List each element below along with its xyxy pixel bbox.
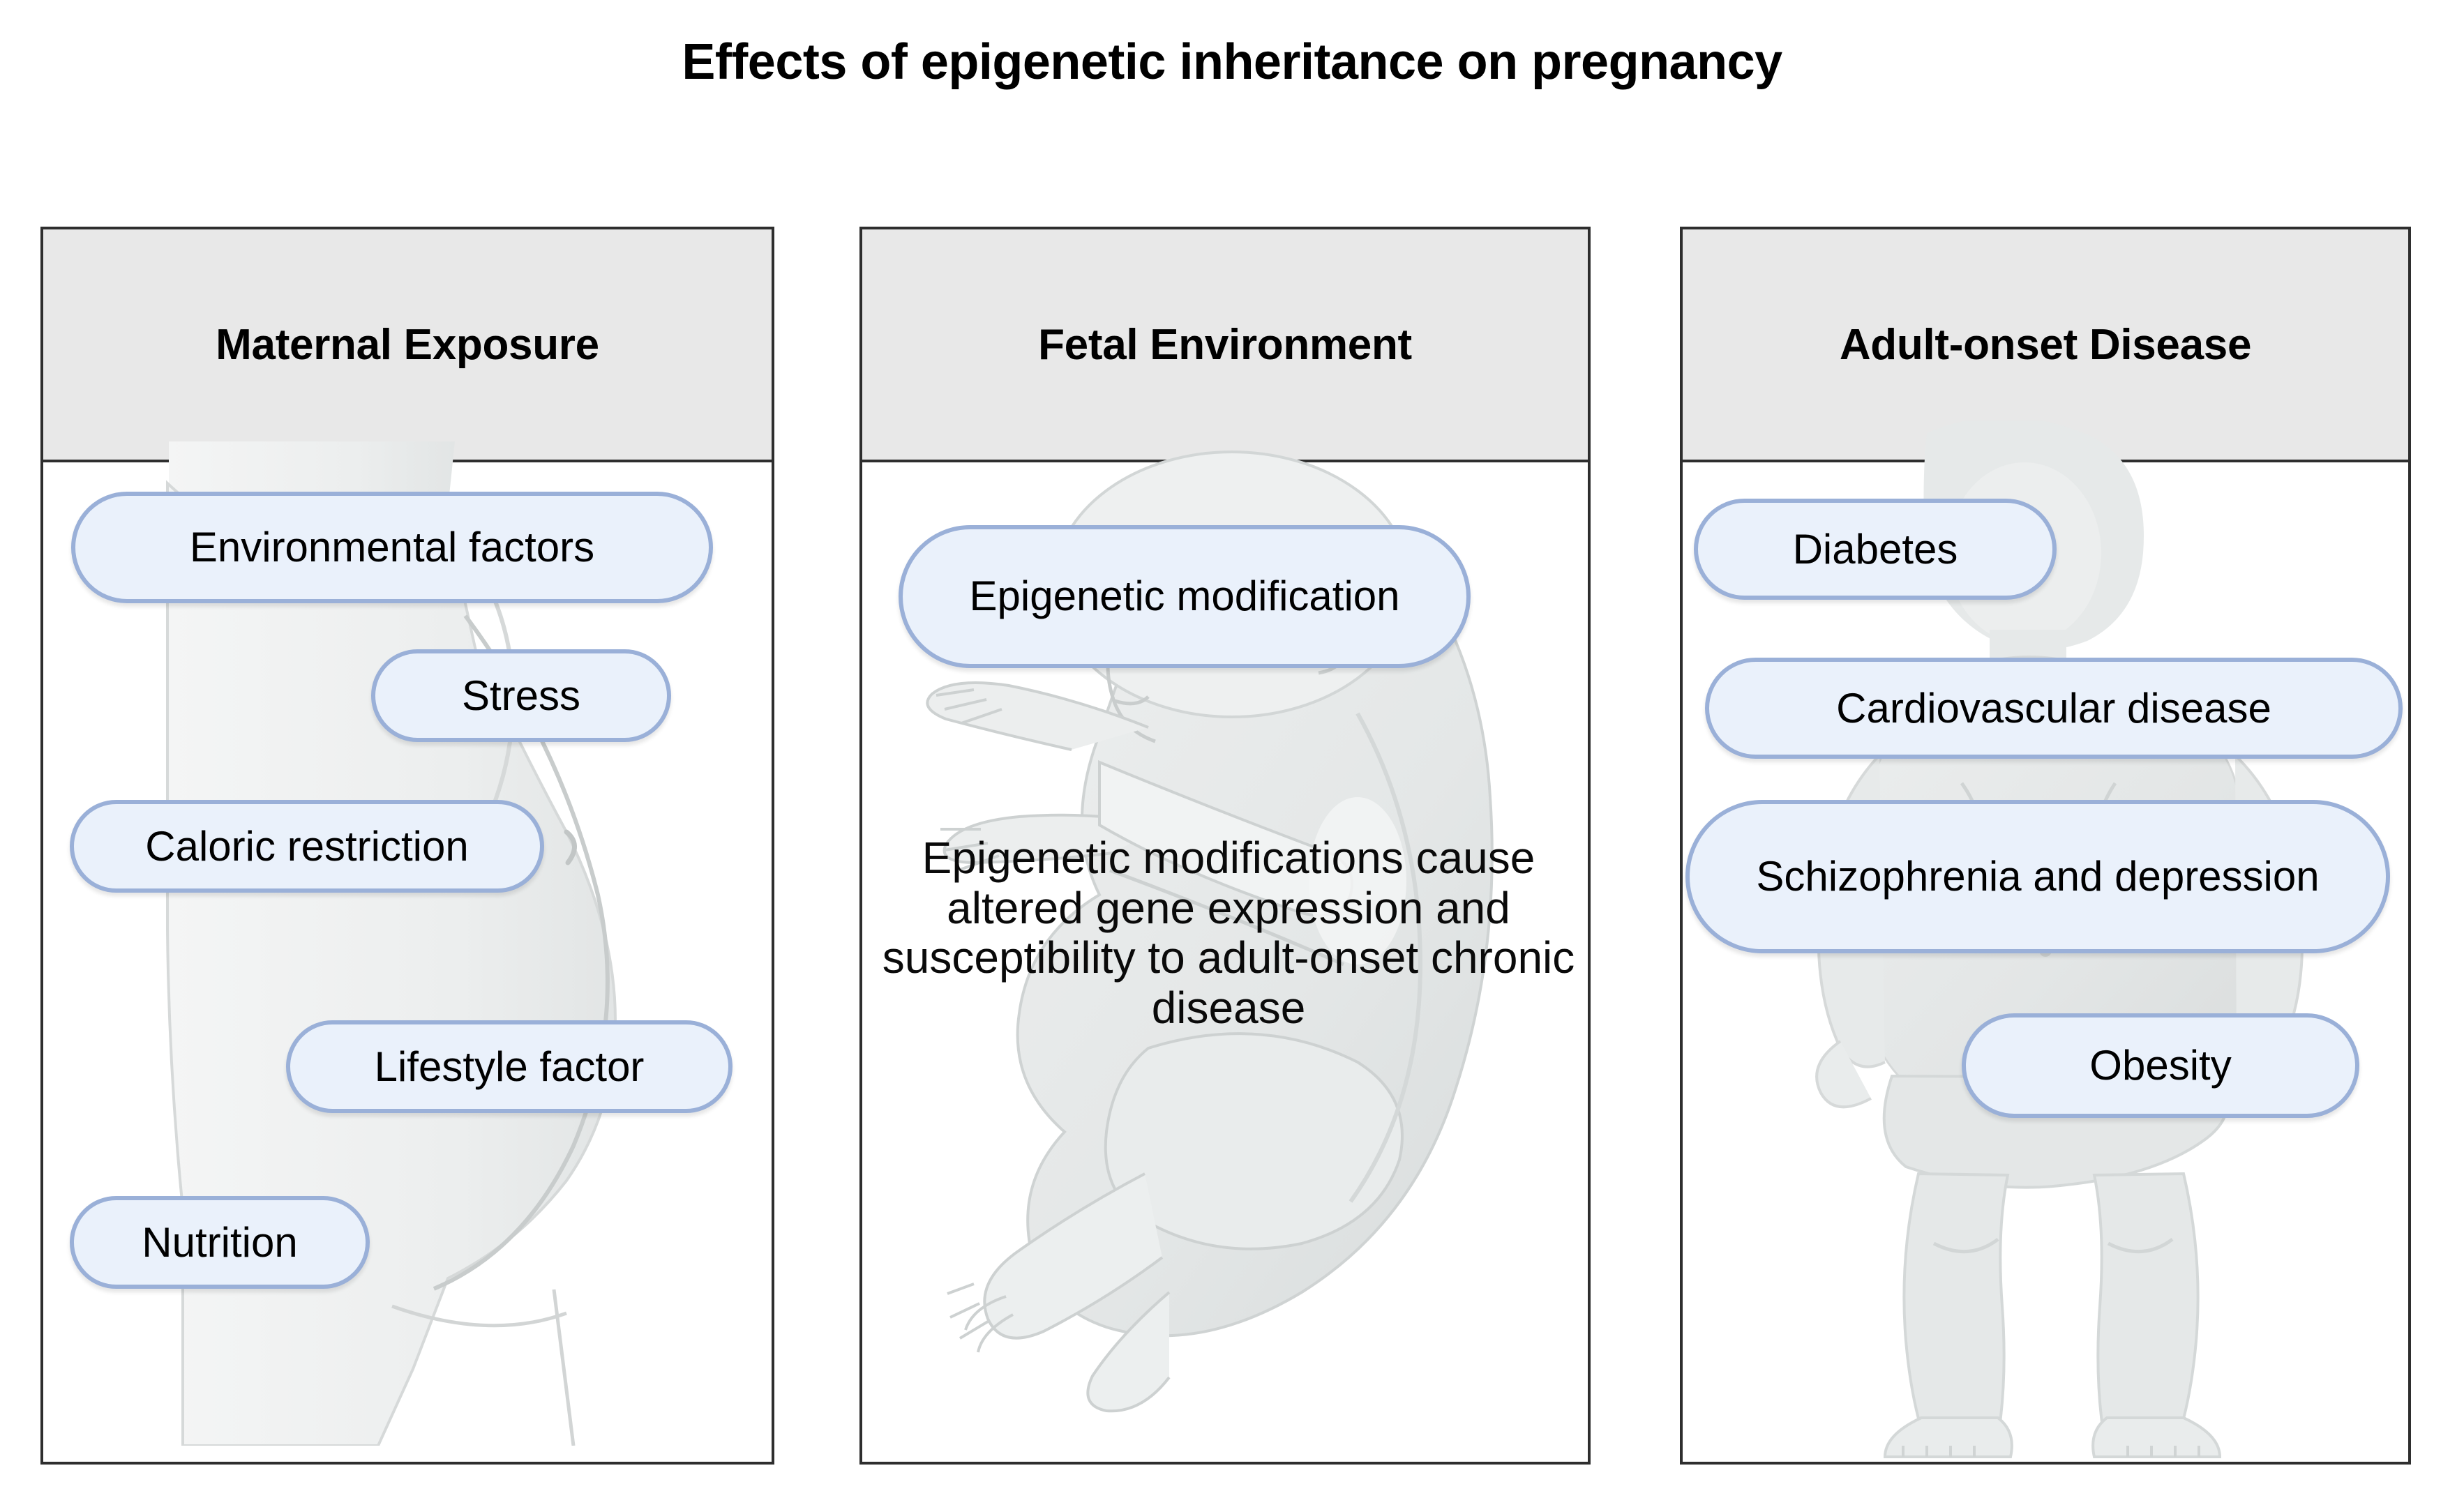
pill-label: Stress xyxy=(461,672,581,719)
column-body-fetal-environment: Epigenetic modification Epigenetic modif… xyxy=(862,451,1588,1462)
fetal-environment-description: Epigenetic modifications cause altered g… xyxy=(882,833,1575,1034)
column-body-maternal-exposure: Environmental factors Stress Caloric res… xyxy=(43,441,772,1462)
column-header-fetal-environment: Fetal Environment xyxy=(862,229,1588,462)
pill-label: Lifestyle factor xyxy=(374,1043,645,1090)
pill-label: Obesity xyxy=(2089,1042,2232,1089)
column-fetal-environment: Fetal Environment xyxy=(859,227,1591,1465)
pill-label: Cardiovascular disease xyxy=(1836,684,2271,732)
pill-label: Schizophrenia and depression xyxy=(1756,852,2320,900)
pill-diabetes[interactable]: Diabetes xyxy=(1694,499,2057,600)
pill-label: Epigenetic modification xyxy=(969,573,1400,620)
pill-label: Diabetes xyxy=(1792,525,1958,573)
column-adult-onset-disease: Adult-onset Disease xyxy=(1680,227,2411,1465)
pill-stress[interactable]: Stress xyxy=(371,649,671,742)
pill-cardiovascular-disease[interactable]: Cardiovascular disease xyxy=(1705,658,2403,759)
column-header-label: Fetal Environment xyxy=(1038,320,1412,369)
pill-epigenetic-modification[interactable]: Epigenetic modification xyxy=(899,525,1471,668)
pill-schizophrenia-and-depression[interactable]: Schizophrenia and depression xyxy=(1685,800,2390,953)
pill-obesity[interactable]: Obesity xyxy=(1962,1013,2359,1118)
page-title: Effects of epigenetic inheritance on pre… xyxy=(682,34,1782,90)
pill-label: Nutrition xyxy=(142,1218,298,1266)
column-header-label: Maternal Exposure xyxy=(216,320,599,369)
pill-label: Caloric restriction xyxy=(145,822,469,870)
pill-caloric-restriction[interactable]: Caloric restriction xyxy=(70,800,544,893)
column-body-adult-onset-disease: Diabetes Cardiovascular disease Schizoph… xyxy=(1683,421,2408,1462)
column-header-label: Adult-onset Disease xyxy=(1839,320,2252,369)
column-header-adult-onset-disease: Adult-onset Disease xyxy=(1683,229,2408,462)
column-header-maternal-exposure: Maternal Exposure xyxy=(43,229,772,462)
pill-lifestyle-factor[interactable]: Lifestyle factor xyxy=(286,1020,733,1113)
pill-environmental-factors[interactable]: Environmental factors xyxy=(71,492,713,603)
pill-label: Environmental factors xyxy=(189,524,595,571)
column-maternal-exposure: Maternal Exposure xyxy=(40,227,774,1465)
pill-nutrition[interactable]: Nutrition xyxy=(70,1196,370,1289)
